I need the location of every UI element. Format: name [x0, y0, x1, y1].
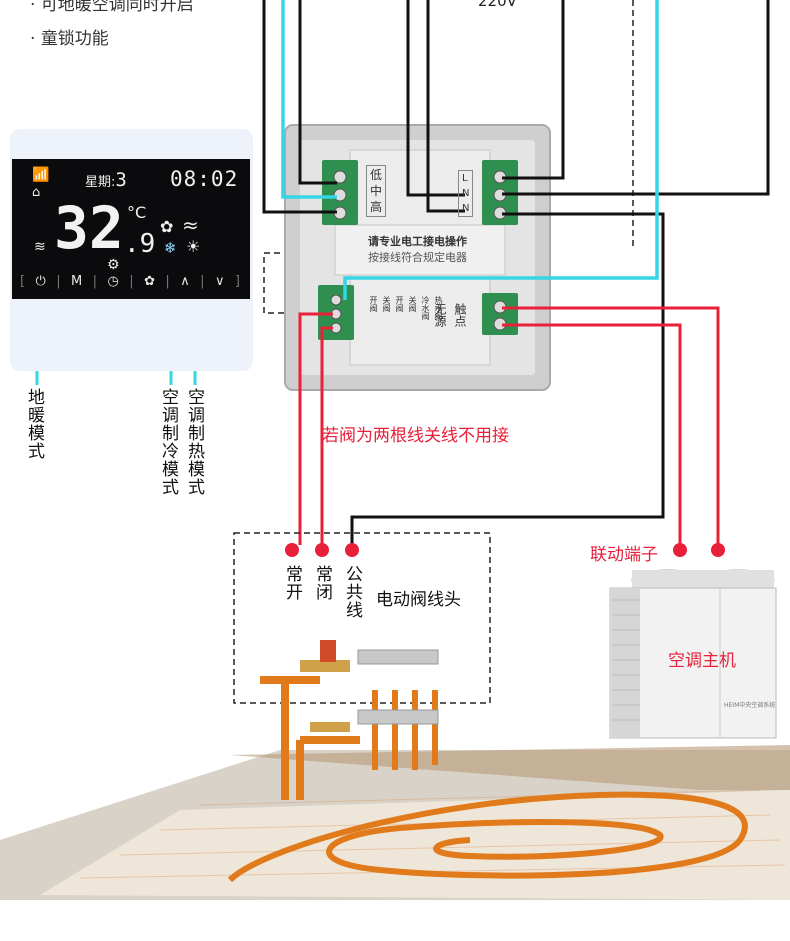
feature-child-lock: · 童锁功能 [30, 29, 109, 49]
fan-button[interactable]: ✿ [144, 274, 155, 289]
power-button[interactable]: ⏻ [35, 274, 46, 289]
callout-floor-heating: 地暖模式 [24, 388, 44, 460]
power-labels: L N N [458, 170, 474, 217]
temperature-decimal: .9 [124, 229, 156, 259]
dot-normally-open [285, 543, 299, 557]
label-link-terminal: 联动端子 [590, 545, 658, 565]
wire-common [350, 212, 665, 545]
feature-dual-mode: · 可地暖空调同时开启 [30, 0, 194, 15]
label-valve-head: 电动阀线头 [376, 590, 461, 610]
wire-live-b [502, 0, 770, 196]
wire-normally-open [298, 312, 333, 545]
callout-ac-heating: 空调制热模式 [184, 388, 204, 496]
valve-small-labels: 开阀 关阀 开阀 关阀 冷水阀 热水阀 [369, 296, 443, 320]
floor-heat-icon: ≋ [34, 239, 46, 255]
lcd-screen: 📶 ⌂ 星期:3 08:02 32 .9 °C ≋ ✿ ≈ ❄ ☀ ⚙ [ ⏻ … [12, 159, 250, 299]
wire-normally-closed [320, 326, 333, 545]
wire-link-a [502, 306, 720, 545]
label-common: 公共线 [342, 565, 362, 619]
warning-line-1: 请专业电工接电操作 [368, 235, 467, 248]
snowflake-icon: ❄ [164, 239, 177, 257]
home-icon: ⌂ [32, 185, 41, 200]
mode-button[interactable]: M [71, 274, 83, 289]
dot-link-b [711, 543, 725, 557]
dry-contact-label-left: 无源 [433, 303, 447, 327]
warning-line-2: 按接线符合规定电器 [368, 251, 467, 264]
two-wire-note: 若阀为两根线关线不用接 [322, 426, 509, 446]
valve-dash-box [233, 532, 491, 704]
floor-heating-scene [0, 640, 790, 900]
clock-display: 08:02 [170, 167, 239, 191]
weekday: 星期:3 [85, 169, 127, 191]
sun-icon: ☀ [186, 237, 201, 256]
wire-neutral-a [406, 0, 465, 197]
wifi-icon: 📶 [32, 167, 50, 183]
label-normally-open: 常开 [282, 565, 302, 601]
dot-normally-closed [315, 543, 329, 557]
celsius-unit: °C [127, 203, 147, 222]
clock-button[interactable]: ◷ [107, 274, 119, 289]
wind-icon: ≈ [182, 213, 199, 237]
dot-common [345, 543, 359, 557]
wire-neutral-b [426, 0, 465, 213]
wire-cyan-valve [343, 0, 659, 300]
wire-live [502, 0, 565, 180]
label-ac-unit: 空调主机 [668, 651, 736, 671]
callout-ac-cooling: 空调制冷模式 [158, 388, 178, 496]
terminal-block-power [482, 160, 518, 225]
label-normally-closed: 常闭 [312, 565, 332, 601]
button-row: [ ⏻ | M | ◷ | ✿ | ∧ | ∨ ] [20, 274, 240, 289]
voltage-label: 220V [478, 0, 517, 10]
down-button[interactable]: ∨ [214, 274, 225, 289]
ac-outdoor-unit [609, 569, 777, 739]
fan-icon: ✿ [160, 217, 174, 236]
wire-link-b [502, 323, 682, 545]
thermostat-front: 📶 ⌂ 星期:3 08:02 32 .9 °C ≋ ✿ ≈ ❄ ☀ ⚙ [ ⏻ … [10, 129, 253, 371]
terminal-block-speed [322, 160, 358, 225]
up-button[interactable]: ∧ [180, 274, 190, 289]
speed-labels: 低 中 高 [366, 165, 387, 217]
valve-icon: ⚙ [107, 257, 120, 273]
wire-low-speed [298, 0, 337, 185]
dry-contact-label-right: 触点 [453, 303, 467, 327]
dot-link-a [673, 543, 687, 557]
wire-mid-speed [281, 0, 337, 199]
terminal-block-dry-contact [482, 293, 518, 335]
ac-unit-plate: HEIM中央空调系统 [724, 702, 776, 709]
wire-high-speed [262, 0, 337, 214]
temperature-main: 32 [54, 194, 124, 262]
terminal-block-valve [318, 285, 354, 340]
